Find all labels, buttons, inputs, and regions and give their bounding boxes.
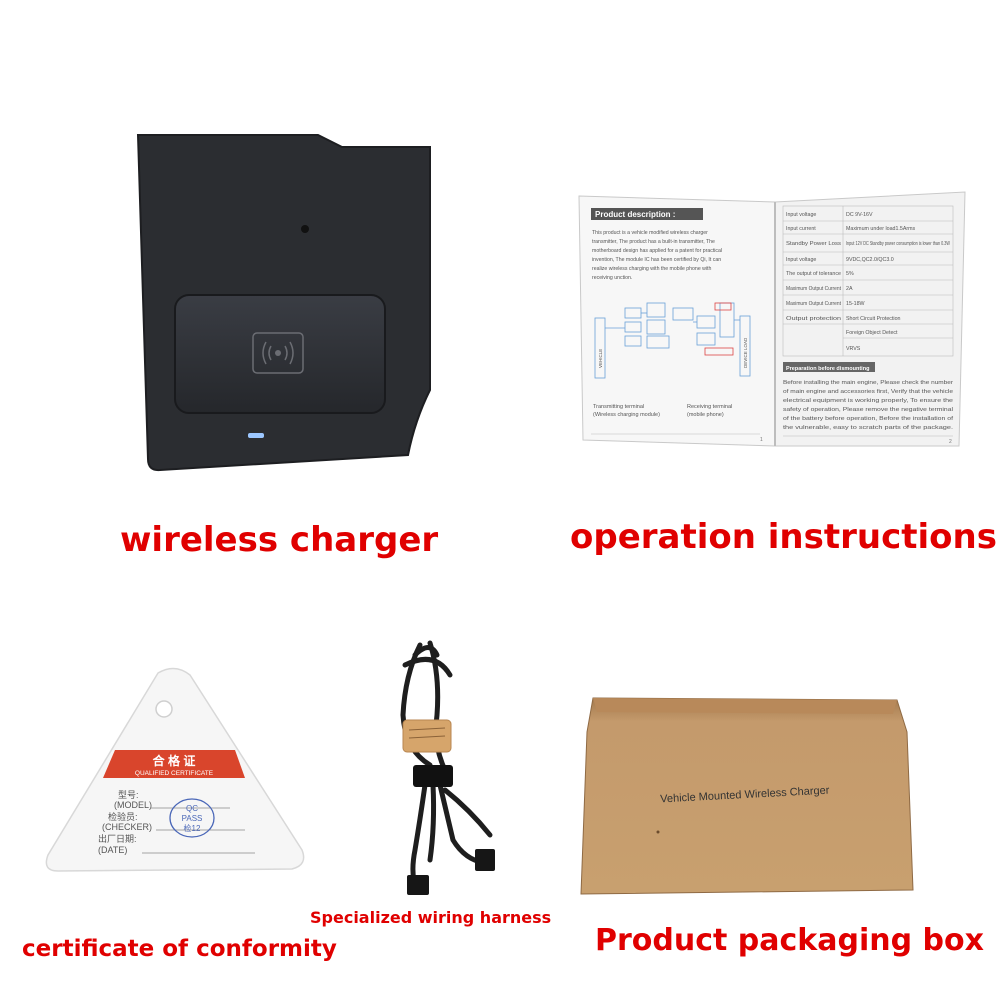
spec-key: Standby Power Loss	[786, 241, 841, 247]
caption-packaging-box: Product packaging box	[595, 923, 984, 958]
packaging-box-photo: Vehicle Mounted Wireless Charger	[580, 697, 914, 895]
spec-key: The output of tolerance	[786, 271, 841, 277]
cert-lines	[142, 807, 255, 854]
harness-connector	[413, 765, 453, 787]
prep-line: of main engine and accessories first, Ve…	[783, 389, 953, 395]
caption-operation-instructions: operation instructions	[570, 517, 997, 557]
status-led	[248, 433, 264, 438]
intro-line: motherboard design has applied for a pat…	[592, 248, 722, 254]
caption-wireless-charger: wireless charger	[120, 520, 439, 560]
stamp-bottom: 检12	[184, 823, 201, 833]
block-diagram	[594, 302, 751, 379]
transmitting-label: Transmitting terminal	[593, 404, 644, 410]
certificate-title-cn: 合 格 证	[153, 753, 196, 768]
spec-value: Foreign Object Detect	[846, 330, 898, 336]
spec-key: Output protection	[786, 316, 841, 322]
wireless-symbol-icon	[252, 332, 304, 374]
intro-line: realize wireless charging with the mobil…	[592, 266, 711, 272]
spec-key: Input voltage	[786, 212, 816, 218]
device-label: DEVICE LOAD	[743, 337, 748, 368]
prep-line: Before installing the main engine, Pleas…	[783, 380, 953, 386]
certificate-tag-photo: 合 格 证 QUALIFIED CERTIFICATE 型号: (MODEL) …	[45, 667, 305, 872]
caption-wiring-harness: Specialized wiring harness	[310, 908, 552, 927]
harness-plug	[407, 875, 429, 895]
cert-row-en: (DATE)	[98, 845, 127, 855]
spec-value: 9VDC,QC2.0/QC3.0	[846, 257, 894, 263]
vehicle-label: VEHICLE	[598, 349, 603, 368]
prep-line: the vulnerable, easy to scratch parts of…	[783, 425, 953, 431]
prep-line: safety of operation, Please remove the n…	[783, 407, 953, 413]
spec-value: DC 9V-16V	[846, 212, 873, 218]
intro-line: invention, The module IC has been certif…	[592, 257, 721, 263]
stamp-mid: PASS	[182, 814, 203, 823]
intro-line: receiving unction.	[592, 275, 632, 281]
receiving-sub: (mobile phone)	[687, 412, 724, 418]
spec-value: 2A	[846, 286, 853, 292]
page-number-left: 1	[760, 437, 763, 443]
spec-key: Input voltage	[786, 257, 816, 263]
prep-line: electrical equipment is working properly…	[783, 398, 953, 404]
instruction-booklet-photo: Product description : This product is a …	[578, 191, 966, 447]
qc-pass-stamp: QC PASS 检12	[169, 798, 215, 838]
spec-value: Maximum under load1.5Arms	[846, 226, 916, 232]
stamp-top: QC	[186, 804, 198, 813]
transmitting-sub: (Wireless charging module)	[593, 412, 660, 418]
spec-value: Short Circuit Protection	[846, 316, 901, 322]
caption-certificate: certificate of conformity	[22, 936, 337, 962]
cert-row-en: (CHECKER)	[102, 822, 152, 832]
spec-value: Input 12V DC Standby power consumption i…	[846, 241, 950, 247]
spec-table	[782, 205, 954, 357]
spec-value: VRVS	[846, 346, 861, 352]
cert-row-cn: 检验员:	[108, 811, 138, 822]
prep-heading: Preparation before dismounting	[786, 366, 869, 372]
cert-row-cn: 出厂日期:	[98, 833, 137, 844]
wiring-harness-photo	[400, 640, 495, 895]
wireless-charger-photo	[136, 134, 431, 472]
intro-line: transmitter, The product has a built-in …	[592, 239, 715, 245]
intro-line: This product is a vehicle modified wirel…	[592, 230, 708, 236]
prep-line: of the battery before operation, Before …	[783, 416, 954, 422]
manual-heading: Product description :	[595, 210, 675, 219]
spec-value: 5%	[846, 271, 854, 277]
receiving-label: Receiving terminal	[687, 404, 732, 410]
certificate-title-en: QUALIFIED CERTIFICATE	[135, 770, 214, 777]
cert-row-cn: 型号:	[118, 790, 139, 800]
page-number-right: 2	[949, 439, 952, 445]
spec-key: Maximum Output Current	[786, 301, 841, 307]
spec-key: Maximum Output Current	[786, 286, 841, 292]
cert-row-en: (MODEL)	[114, 800, 152, 810]
spec-key: Input current	[786, 226, 816, 232]
spec-value: 15-18W	[846, 301, 865, 307]
harness-plug	[475, 849, 495, 871]
